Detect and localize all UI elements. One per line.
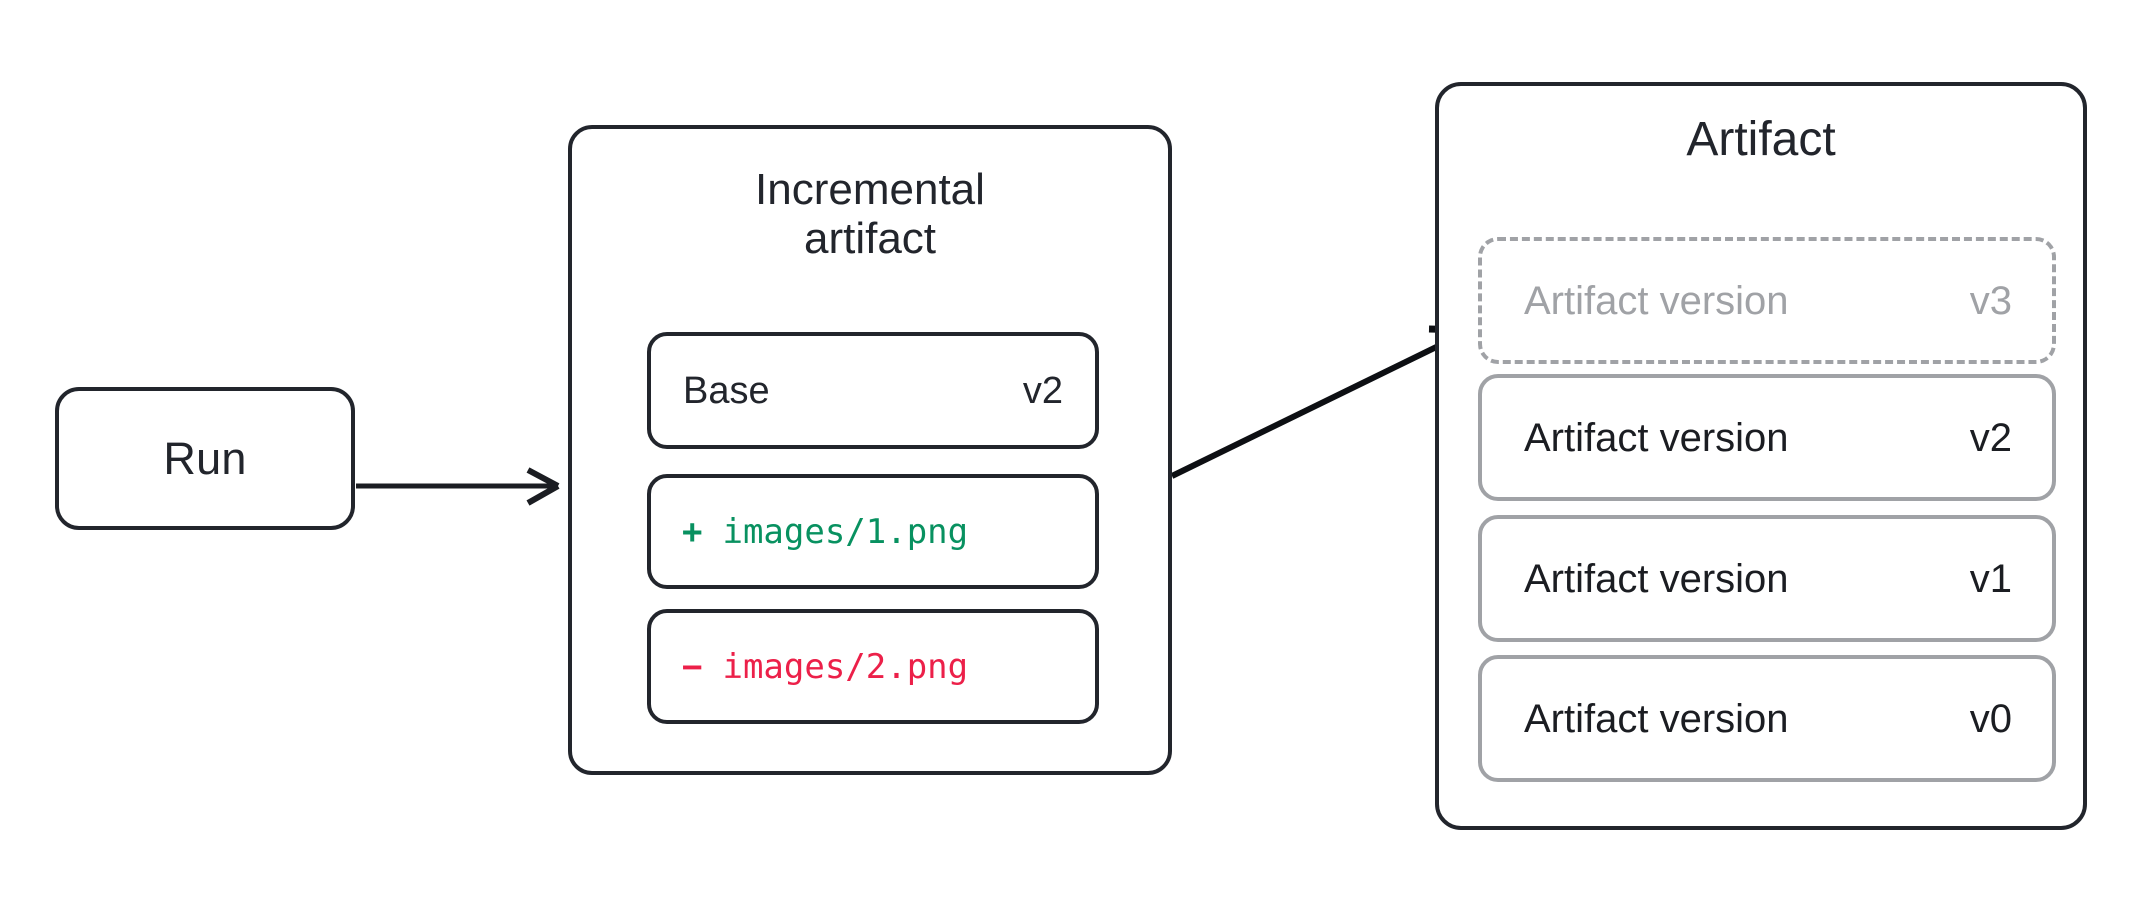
artifact-version-tag: v0 [1969,696,2012,741]
artifact-version-label: Artifact version [1524,696,1789,741]
plus-icon: + [682,511,703,552]
artifact-version-tag: v3 [1969,278,2012,323]
artifact-version-row[interactable]: Artifact version v1 [1478,515,2056,642]
artifact-node[interactable]: Artifact Artifact version v3 Artifact ve… [1435,82,2087,830]
incremental-change-path-added: images/1.png [722,511,969,552]
incremental-base-version: v2 [1022,369,1063,412]
arrow-run-to-incremental [356,467,560,506]
incremental-change-path-removed: images/2.png [722,646,969,687]
incremental-base-row[interactable]: Base v2 [647,332,1099,449]
artifact-title: Artifact [1686,113,1836,166]
artifact-version-label: Artifact version [1524,556,1789,601]
incremental-base-label: Base [683,369,770,412]
artifact-version-label: Artifact version [1524,415,1789,460]
artifact-version-label: Artifact version [1524,278,1789,323]
incremental-change-row-added[interactable]: + images/1.png [647,474,1099,589]
arrow-incremental-to-artifact [1170,325,1473,479]
incremental-change-row-removed[interactable]: − images/2.png [647,609,1099,724]
run-node[interactable]: Run [55,387,355,530]
artifact-version-row[interactable]: Artifact version v2 [1478,374,2056,501]
artifact-version-row[interactable]: Artifact version v0 [1478,655,2056,782]
artifact-version-row-pending[interactable]: Artifact version v3 [1478,237,2056,364]
run-label: Run [163,433,247,484]
artifact-version-tag: v1 [1969,556,2012,601]
incremental-artifact-node[interactable]: Incremental artifact Base v2 + images/1.… [568,125,1172,775]
minus-icon: − [682,646,703,687]
artifact-version-tag: v2 [1969,415,2012,460]
incremental-artifact-title: Incremental artifact [755,165,985,264]
